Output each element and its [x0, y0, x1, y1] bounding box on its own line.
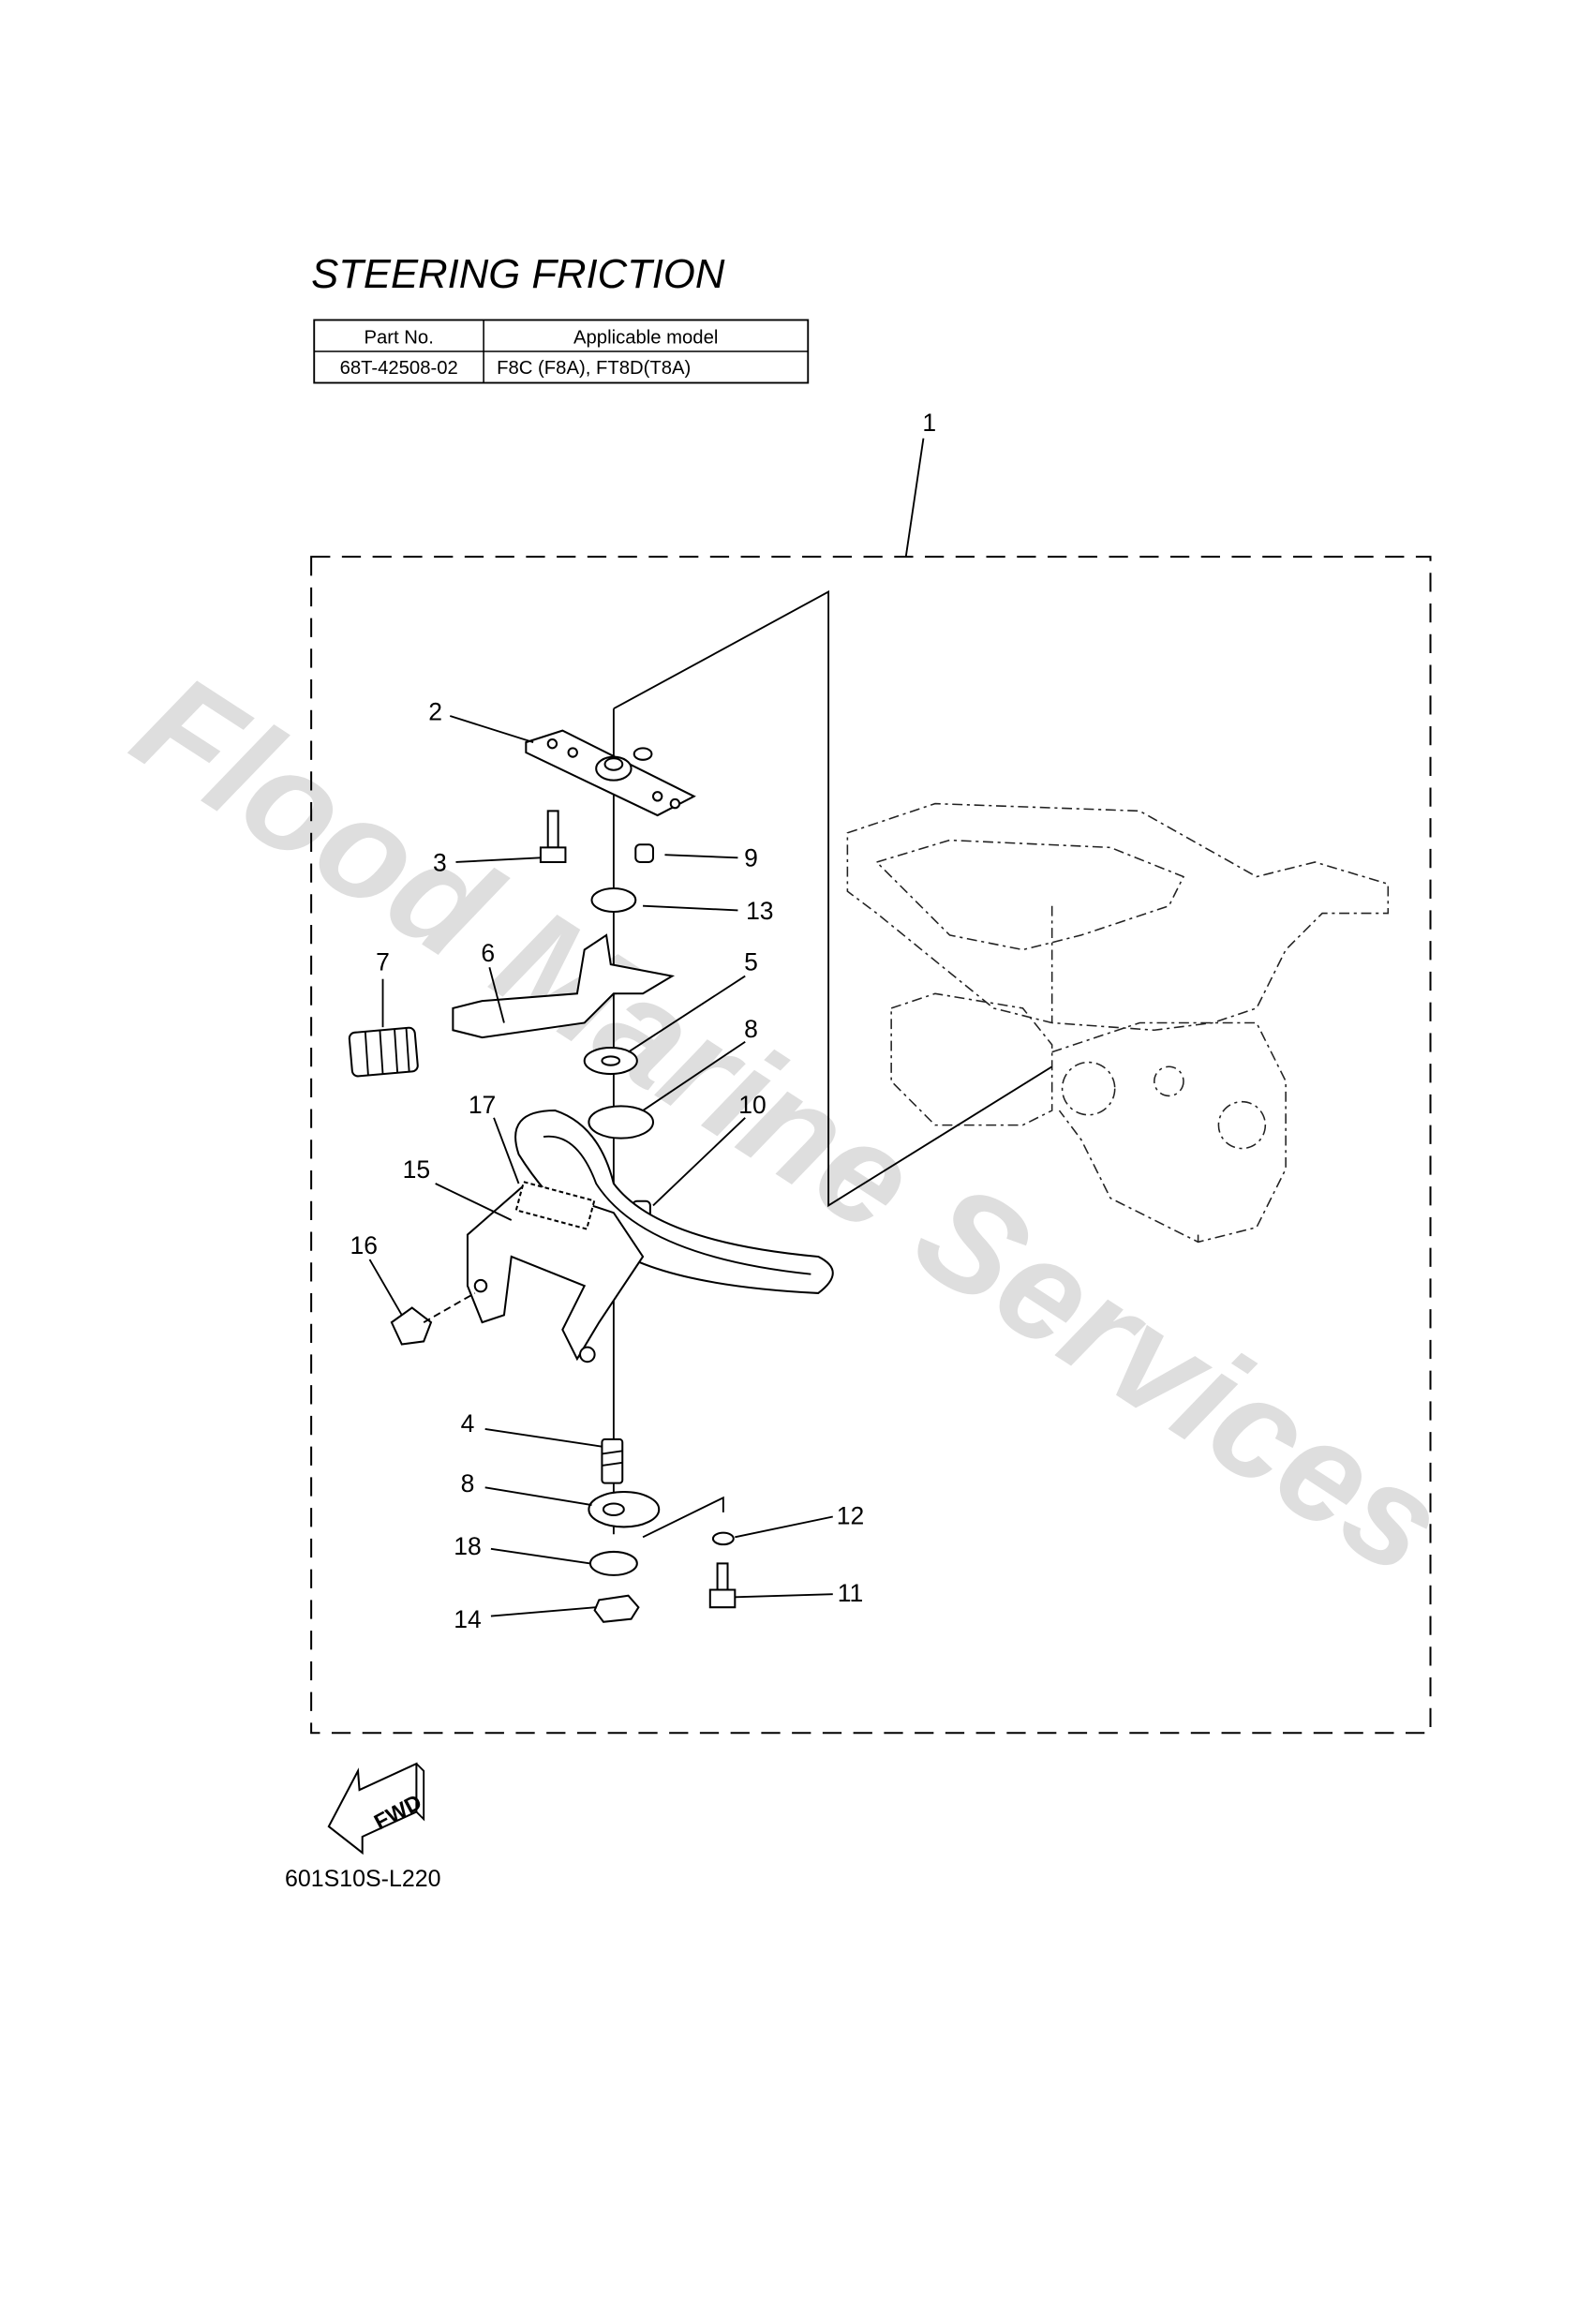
page-title: STEERING FRICTION	[311, 251, 725, 297]
part-15-bracket	[466, 1182, 645, 1362]
part-12-washer	[711, 1531, 735, 1546]
callout-1: 1	[922, 409, 936, 437]
callout-3: 3	[433, 848, 447, 876]
watermark: Flood Marine Services	[109, 644, 1470, 1605]
callout-18: 18	[454, 1532, 481, 1560]
header-part-no: Part No.	[365, 327, 434, 348]
cell-part-no: 68T-42508-02	[340, 358, 458, 379]
diagram-code: 601S10S-L220	[285, 1866, 440, 1892]
callout-15: 15	[403, 1155, 430, 1184]
callout-12: 12	[837, 1501, 864, 1529]
callout-6: 6	[481, 939, 495, 967]
part-11-screw	[708, 1562, 737, 1609]
cell-applicable-model: F8C (F8A), FT8D(T8A)	[497, 358, 691, 379]
part-2-plate	[525, 729, 696, 817]
assembly-boundary	[310, 556, 1432, 1735]
part-18-washer	[588, 1550, 638, 1576]
callout-leaders	[368, 715, 833, 1617]
callout-11: 11	[838, 1579, 864, 1607]
callout-16: 16	[350, 1231, 378, 1259]
part-16-bolt	[390, 1292, 476, 1346]
callout-2: 2	[428, 698, 442, 726]
callout-7: 7	[376, 947, 390, 976]
part-3-bolt	[539, 810, 567, 863]
callout-8-lower: 8	[461, 1469, 475, 1497]
callout-9: 9	[744, 844, 758, 872]
part-4-bolt	[601, 1438, 624, 1484]
part-8-plate-upper	[588, 1105, 655, 1140]
callout-8-upper: 8	[744, 1015, 758, 1043]
part-14-nut	[593, 1594, 640, 1623]
part-13-washer	[590, 887, 637, 913]
engine-bracket-outline	[846, 802, 1390, 1244]
part-9-collar	[634, 843, 655, 863]
part-6-lever	[452, 933, 676, 1039]
part-7-grip	[348, 1026, 419, 1078]
callout-13: 13	[746, 897, 773, 925]
callout-10: 10	[738, 1091, 766, 1119]
callout-4: 4	[461, 1409, 475, 1438]
applicable-model-table: Part No. Applicable model 68T-42508-02 F…	[313, 319, 810, 384]
callout-14: 14	[454, 1605, 481, 1633]
header-applicable-model: Applicable model	[573, 327, 718, 348]
callout-17: 17	[469, 1091, 496, 1119]
forward-arrow-icon: FWD	[327, 1762, 425, 1855]
callout-5: 5	[744, 947, 758, 976]
